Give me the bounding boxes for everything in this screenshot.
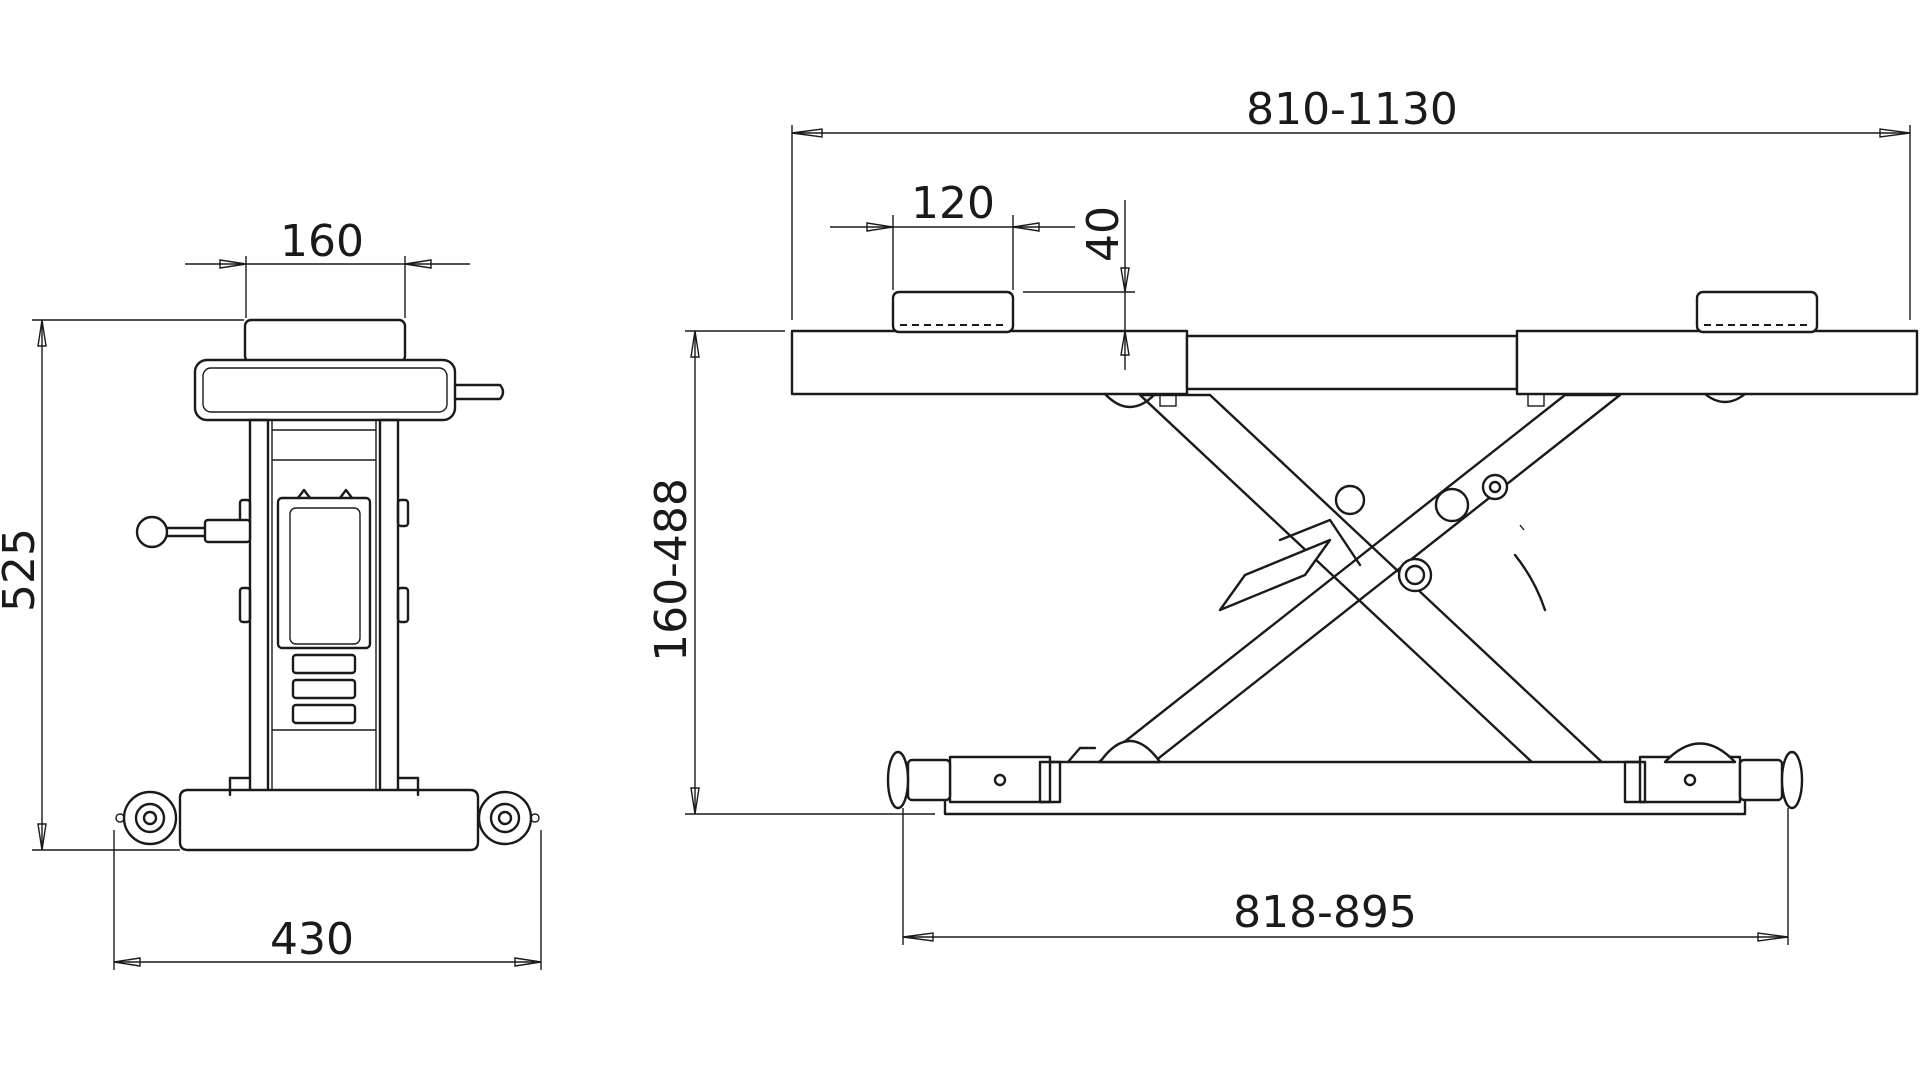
front-pump-body xyxy=(276,496,372,650)
pivot-center xyxy=(1397,557,1433,593)
front-release-knob xyxy=(135,515,169,549)
side-top-rail-middle xyxy=(1185,334,1519,391)
front-slot xyxy=(291,703,357,725)
side-base-rail xyxy=(943,760,1747,816)
front-platform xyxy=(193,358,457,422)
side-pad-left xyxy=(891,290,1015,334)
dim-front-top-width: 160 xyxy=(280,216,364,267)
front-side-pin xyxy=(453,383,505,401)
front-base xyxy=(178,788,480,852)
side-top-rail-left xyxy=(790,329,1189,396)
front-top-pad xyxy=(243,318,407,364)
hydraulic-cylinder xyxy=(1218,538,1332,612)
front-left-wheel xyxy=(122,790,178,846)
side-lower-roller-left xyxy=(1098,739,1162,764)
scissor-arm-b xyxy=(1093,393,1622,767)
front-view xyxy=(115,318,540,852)
side-dimensions: 810-1130 120 40 160-488 818-895 xyxy=(646,84,1911,945)
front-right-wheel xyxy=(477,790,533,846)
front-left-column xyxy=(248,418,270,797)
dim-front-base-width: 430 xyxy=(270,914,354,965)
side-end-wheel-left xyxy=(886,750,910,810)
front-right-column xyxy=(378,418,400,797)
side-view xyxy=(790,290,1919,816)
side-end-wheel-right xyxy=(1780,750,1804,810)
dim-side-base-length: 818-895 xyxy=(1233,887,1417,938)
side-pad-right xyxy=(1695,290,1819,334)
dim-side-length: 810-1130 xyxy=(1246,84,1458,135)
dim-front-height: 525 xyxy=(0,528,45,612)
side-top-rail-right xyxy=(1515,329,1919,396)
front-dimensions: 160 525 430 xyxy=(0,216,542,970)
front-slot xyxy=(291,678,357,700)
pivot-upper xyxy=(1334,484,1366,516)
side-wheel-housing-left xyxy=(948,755,1052,804)
dim-side-height: 160-488 xyxy=(646,478,697,662)
pivot-handle xyxy=(1434,487,1470,523)
scissor-arm-a xyxy=(1138,393,1607,767)
side-lower-roller-right xyxy=(1663,742,1737,764)
dim-pad-width: 120 xyxy=(911,178,995,229)
front-slot xyxy=(291,653,357,675)
dim-pad-height: 40 xyxy=(1078,206,1129,262)
side-wheel-housing-right xyxy=(1638,755,1742,804)
